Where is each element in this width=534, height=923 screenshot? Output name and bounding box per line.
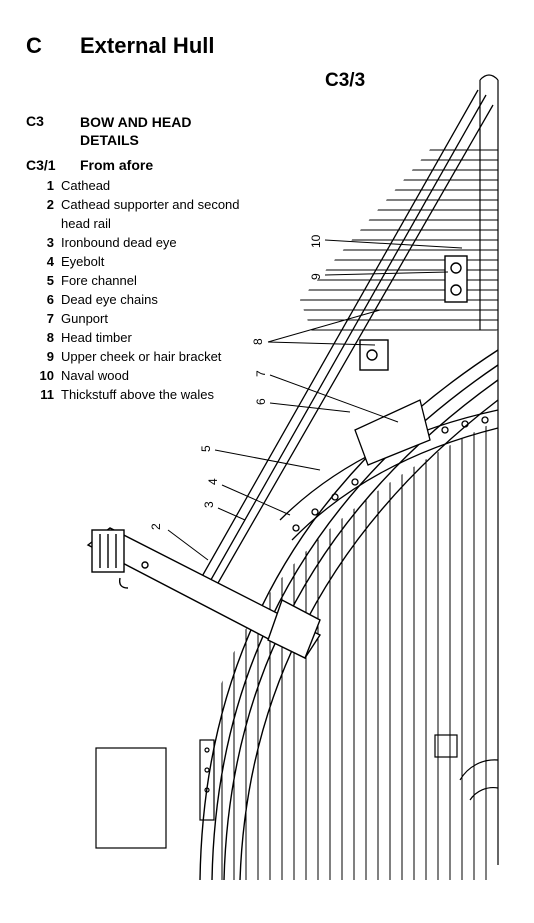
- callout-3: 3: [202, 501, 216, 508]
- callout-4: 4: [206, 478, 220, 485]
- key-label: Dead eye chains: [61, 292, 158, 307]
- subsection-title: From afore: [80, 157, 154, 173]
- key-item: 2 Cathead supporter and second head rail: [26, 195, 266, 233]
- key-item: 11 Thickstuff above the wales: [26, 385, 266, 404]
- subsection-code: C3/1: [26, 157, 56, 173]
- key-number: 1: [46, 178, 54, 193]
- key-label: Eyebolt: [61, 254, 105, 269]
- key-label: Fore channel: [61, 273, 137, 288]
- key-label: Upper cheek or hair bracket: [61, 349, 222, 364]
- callout-10: 10: [309, 234, 323, 248]
- callout-9: 9: [309, 273, 323, 280]
- callout-5: 5: [199, 445, 213, 452]
- lower-details: [95, 734, 499, 849]
- callout-8: 8: [251, 338, 265, 345]
- key-item: 9 Upper cheek or hair bracket: [26, 347, 266, 366]
- chapter-title: External Hull: [80, 33, 215, 58]
- key-label: Cathead supporter and second head rail: [61, 197, 240, 231]
- callout-numbers: 2 3 4 5 6 7 8 9 10: [149, 234, 323, 530]
- key-number: 7: [46, 311, 54, 326]
- key-item: 5 Fore channel: [26, 271, 266, 290]
- callout-leaders: [167, 239, 463, 561]
- gunport: [354, 399, 431, 466]
- key-label: Naval wood: [61, 368, 129, 383]
- figure-number: C3/3: [325, 70, 366, 91]
- key-item: 1 Cathead: [26, 176, 266, 195]
- section-title: BOW AND HEAD DETAILS: [80, 114, 192, 148]
- key-item: 3 Ironbound dead eye: [26, 233, 266, 252]
- key-item: 6 Dead eye chains: [26, 290, 266, 309]
- key-label: Cathead: [61, 178, 111, 193]
- key-list: 1 Cathead 2 Cathead supporter and second h…: [26, 176, 266, 404]
- cathead: [86, 527, 322, 659]
- callout-7: 7: [254, 370, 268, 377]
- key-item: 4 Eyebolt: [26, 252, 266, 271]
- key-label: Head timber: [61, 330, 132, 345]
- key-number: 3: [46, 235, 54, 250]
- key-label: Thickstuff above the wales: [61, 387, 214, 402]
- head-rails: [199, 89, 494, 591]
- key-item: 8 Head timber: [26, 328, 266, 347]
- key-number: 4: [46, 254, 54, 269]
- key-number: 10: [39, 368, 54, 383]
- key-item: 7 Gunport: [26, 309, 266, 328]
- key-number: 5: [46, 273, 54, 288]
- chapter-letter: C: [26, 33, 42, 58]
- key-item: 10 Naval wood: [26, 366, 266, 385]
- key-number: 6: [46, 292, 54, 307]
- key-number: 8: [46, 330, 54, 345]
- callout-2: 2: [149, 523, 163, 530]
- key-number: 9: [46, 349, 54, 364]
- stem-post: [479, 74, 499, 865]
- key-label: Ironbound dead eye: [61, 235, 177, 250]
- callout-6: 6: [254, 398, 268, 405]
- key-number: 11: [40, 387, 54, 402]
- key-number: 2: [46, 197, 54, 212]
- section-code: C3: [26, 113, 44, 129]
- key-label: Gunport: [61, 311, 108, 326]
